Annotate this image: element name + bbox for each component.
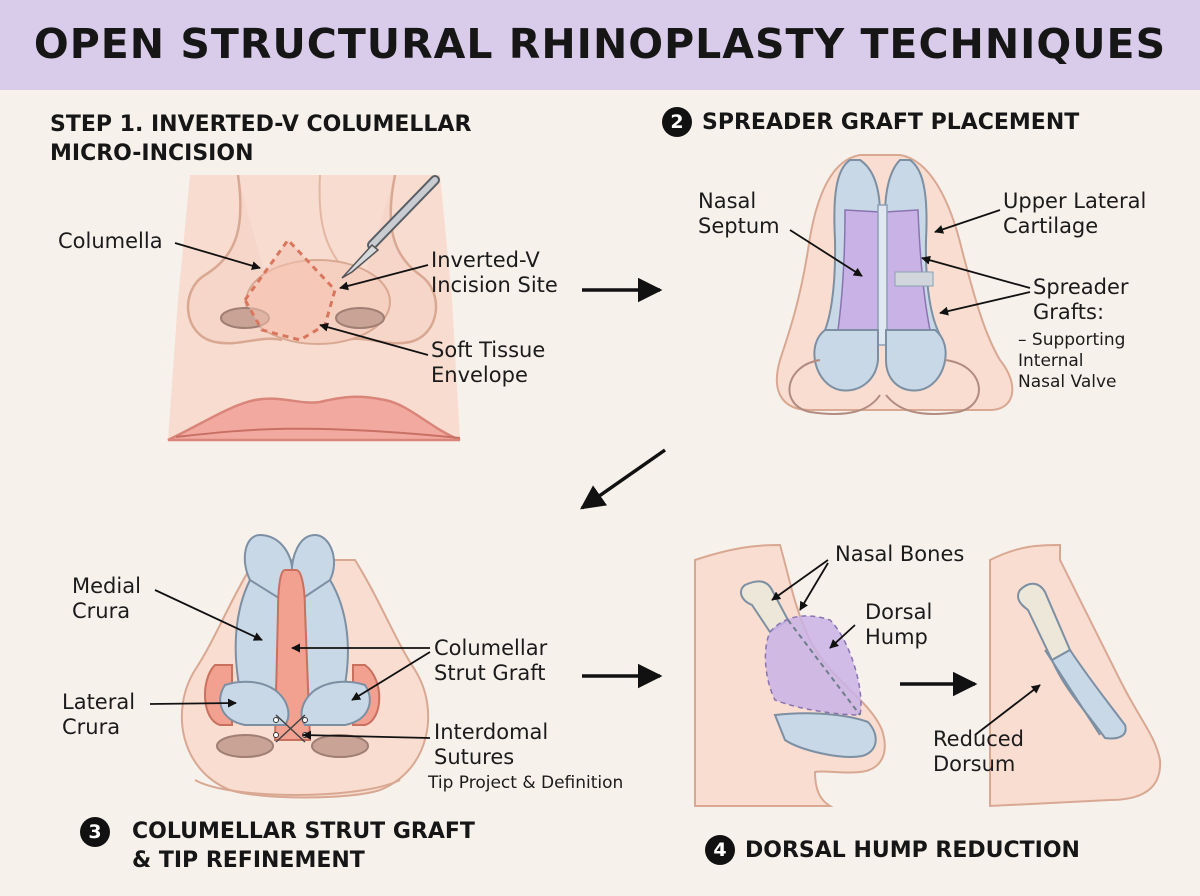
label-spreader-grafts: Spreader Grafts: — [1033, 275, 1129, 324]
step4-number-badge: 4 — [705, 835, 735, 865]
panel2-nose-illustration — [775, 154, 1014, 416]
label-lateral-crura: Lateral Crura — [62, 690, 136, 739]
step2-heading-text: SPREADER GRAFT PLACEMENT — [702, 110, 1080, 135]
title-banner — [0, 0, 1200, 90]
panel3-nose-illustration — [175, 533, 430, 805]
step3-heading-text: COLUMELLAR STRUT GRAFT & TIP REFINEMENT — [132, 819, 475, 873]
step4-heading-text: DORSAL HUMP REDUCTION — [745, 838, 1080, 863]
step2-number-badge: 2 — [662, 107, 692, 137]
label-columellar-strut-graft: Columellar Strut Graft — [434, 636, 548, 685]
label-nasal-septum: Nasal Septum — [698, 189, 780, 238]
label-spreader-note: – Supporting Internal Nasal Valve — [1018, 330, 1126, 392]
label-dorsal-hump: Dorsal Hump — [865, 600, 933, 649]
leader-lines — [149, 209, 1041, 740]
panel4-after-profile — [989, 543, 1162, 808]
label-interdomal-sutures: Interdomal Sutures — [434, 720, 549, 769]
step1-heading: STEP 1. INVERTED-V COLUMELLAR MICRO-INCI… — [50, 110, 471, 168]
panel1-nose-illustration — [165, 170, 465, 442]
label-incision-site: Inverted-V Incision Site — [431, 248, 558, 297]
panel4-before-profile — [694, 543, 886, 807]
label-upper-lateral-cartilage: Upper Lateral Cartilage — [1003, 189, 1147, 238]
page-title: OPEN STRUCTURAL RHINOPLASTY TECHNIQUES — [33, 20, 1167, 68]
step3-number-badge: 3 — [80, 817, 110, 847]
scalpel-icon — [341, 175, 440, 279]
label-tip-definition: Tip Project & Definition — [428, 773, 624, 793]
label-nasal-bones: Nasal Bones — [835, 542, 965, 566]
step1-heading-text: STEP 1. INVERTED-V COLUMELLAR MICRO-INCI… — [50, 112, 472, 166]
label-reduced-dorsum: Reduced Dorsum — [933, 727, 1025, 776]
flow-arrow-icon — [579, 277, 978, 697]
step2-heading: 2 SPREADER GRAFT PLACEMENT — [662, 107, 1079, 137]
step3-heading: 3 COLUMELLAR STRUT GRAFT & TIP REFINEMEN… — [80, 817, 475, 875]
label-columella: Columella — [58, 229, 163, 253]
label-soft-tissue-envelope: Soft Tissue Envelope — [431, 338, 546, 387]
label-medial-crura: Medial Crura — [72, 574, 141, 623]
step4-heading: 4 DORSAL HUMP REDUCTION — [705, 835, 1080, 865]
